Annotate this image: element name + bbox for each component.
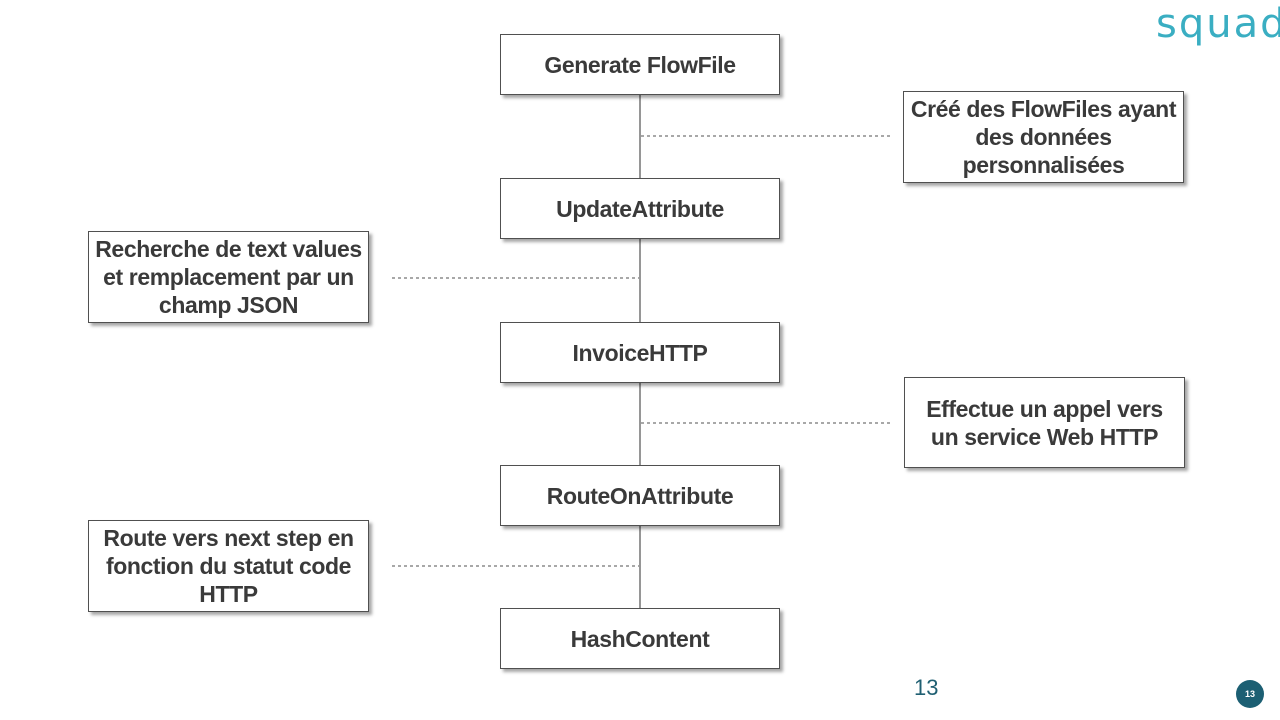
- page-number: 13: [914, 675, 939, 700]
- comment-invoice-http: Effectue un appel vers un service Web HT…: [904, 377, 1185, 468]
- node-generate-flowfile: Generate FlowFile: [500, 34, 780, 95]
- comment-generate-flowfile: Créé des FlowFiles ayant des données per…: [903, 91, 1184, 183]
- node-update-attribute: UpdateAttribute: [500, 178, 780, 239]
- node-route-on-attribute: RouteOnAttribute: [500, 465, 780, 526]
- comment-update-attribute: Recherche de text values et remplacement…: [88, 231, 369, 323]
- comment-route-on-attribute: Route vers next step en fonction du stat…: [88, 520, 369, 612]
- node-invoice-http: InvoiceHTTP: [500, 322, 780, 383]
- node-hash-content: HashContent: [500, 608, 780, 669]
- page-number-badge: 13: [1236, 680, 1264, 708]
- squad-logo: squad: [1156, 1, 1280, 47]
